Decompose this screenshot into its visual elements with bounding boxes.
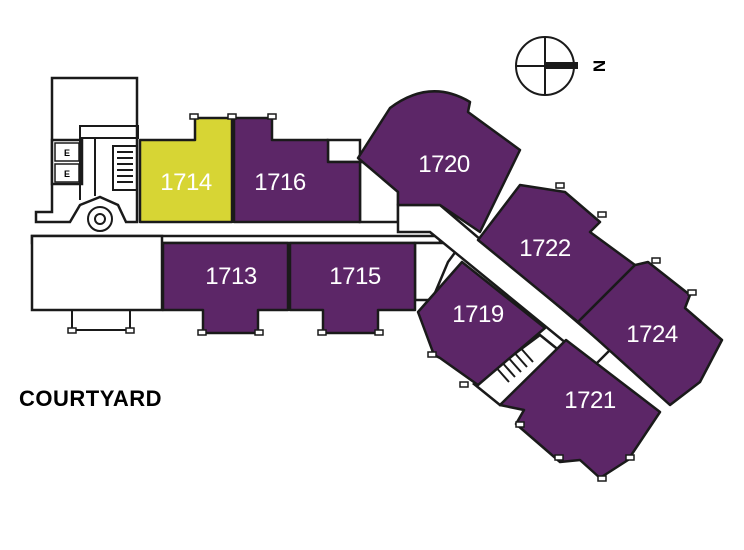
unit-label-1724: 1724 — [626, 321, 678, 348]
courtyard-label: COURTYARD — [19, 386, 162, 411]
compass-icon: N — [515, 36, 609, 96]
unit-1715[interactable]: 1715 — [288, 241, 417, 335]
units-layer: 1714 1716 1720 1722 1724 1713 17 — [138, 90, 724, 480]
unit-label-1722: 1722 — [519, 235, 571, 262]
unit-1714[interactable]: 1714 — [138, 116, 234, 224]
unit-1722[interactable]: 1722 — [476, 183, 637, 324]
unit-1716[interactable]: 1716 — [232, 116, 362, 224]
unit-1721[interactable]: 1721 — [498, 338, 662, 480]
unit-1724[interactable]: 1724 — [576, 260, 724, 407]
compass-north-label: N — [590, 60, 609, 72]
unit-1719[interactable]: 1719 — [416, 260, 547, 387]
unit-1720[interactable]: 1720 — [356, 90, 522, 234]
unit-1713[interactable]: 1713 — [161, 241, 290, 335]
elevator-label-1: E — [64, 148, 70, 158]
unit-label-1714: 1714 — [160, 169, 212, 196]
unit-label-1719: 1719 — [452, 301, 504, 328]
unit-label-1713: 1713 — [205, 263, 257, 290]
window-markers — [67, 113, 697, 482]
unit-label-1720: 1720 — [418, 151, 470, 178]
unit-label-1716: 1716 — [254, 169, 306, 196]
unit-label-1715: 1715 — [329, 263, 381, 290]
unit-label-1721: 1721 — [564, 387, 616, 414]
elevator-label-2: E — [64, 169, 70, 179]
elevator-labels: E E — [54, 142, 80, 183]
